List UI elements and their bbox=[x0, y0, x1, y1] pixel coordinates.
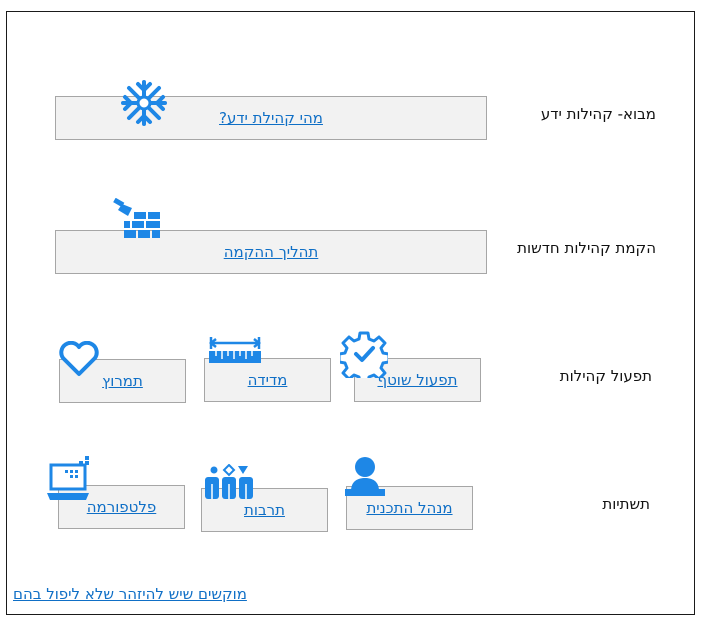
row-label-intro: מבוא- קהילות ידע bbox=[540, 105, 656, 123]
gear-check-icon bbox=[340, 331, 388, 378]
heart-icon bbox=[59, 341, 99, 376]
program-manager-box[interactable]: מנהל התכנית bbox=[346, 486, 473, 530]
pitfalls-link[interactable]: מוקשים שיש להיזהר שלא ליפול בהם bbox=[13, 585, 247, 603]
incentive-link[interactable]: תמרוץ bbox=[102, 372, 143, 390]
setup-process-link[interactable]: תהליך ההקמה bbox=[223, 243, 319, 261]
brick-wall-icon bbox=[113, 198, 160, 238]
ongoing-operation-link[interactable]: תפעול שוטף bbox=[377, 371, 458, 389]
measurement-link[interactable]: מדידה bbox=[247, 371, 288, 389]
snowflake-icon bbox=[121, 80, 167, 126]
person-icon bbox=[345, 457, 385, 496]
row-label-infrastructure: תשתיות bbox=[602, 495, 650, 513]
laptop-icon bbox=[47, 456, 89, 500]
platform-box[interactable]: פלטפורמה bbox=[58, 485, 185, 529]
people-icon bbox=[205, 464, 253, 499]
culture-link[interactable]: תרבות bbox=[244, 501, 285, 519]
measurement-box[interactable]: מדידה bbox=[204, 358, 331, 402]
what-is-community-link[interactable]: מהי קהילת ידע? bbox=[219, 109, 323, 127]
row-label-setup: הקמת קהילות חדשות bbox=[517, 239, 656, 257]
platform-link[interactable]: פלטפורמה bbox=[86, 498, 157, 516]
program-manager-link[interactable]: מנהל התכנית bbox=[366, 499, 453, 517]
row-label-operation: תפעול קהילות bbox=[559, 367, 652, 385]
ruler-icon bbox=[208, 337, 262, 363]
